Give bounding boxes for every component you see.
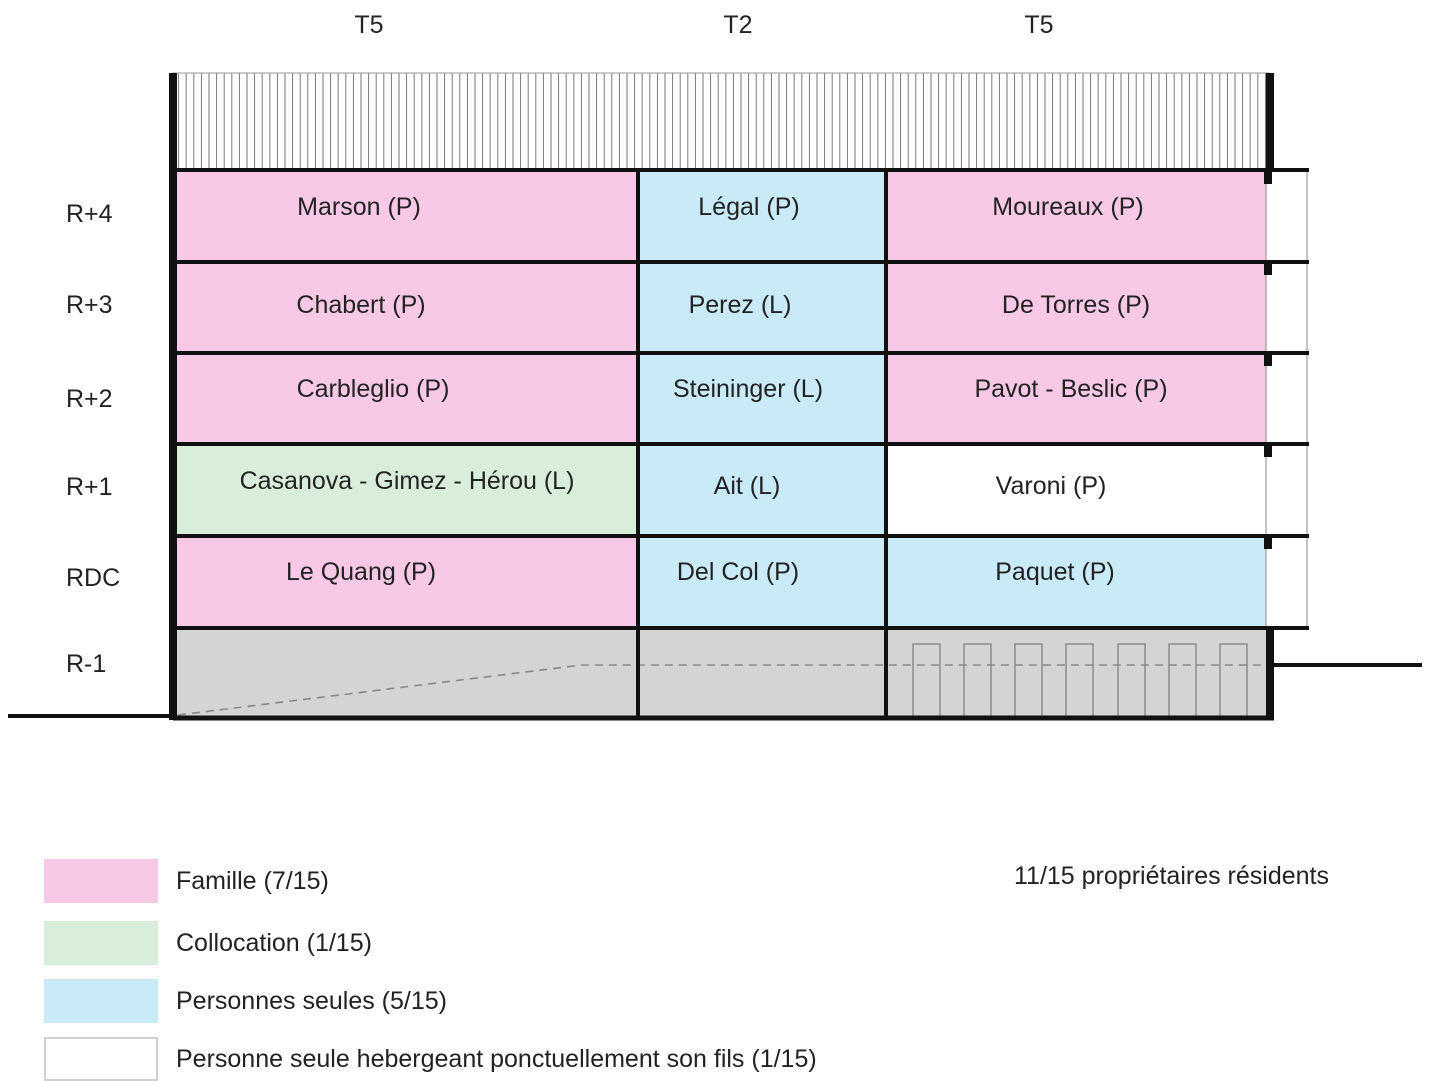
unit-label: De Torres (P) [1002, 291, 1150, 319]
structure-lines [8, 73, 1422, 721]
floor-label-r1: R+1 [66, 473, 113, 501]
unit-cell [886, 444, 1266, 536]
balcony [1265, 535, 1308, 629]
unit-cell [886, 353, 1266, 444]
balcony-edge [1264, 444, 1272, 457]
unit-cell [638, 353, 886, 444]
unit-cell [638, 444, 886, 536]
legend-swatch [44, 859, 158, 903]
unit-label: Paquet (P) [995, 558, 1115, 586]
legend-swatch [44, 1037, 158, 1081]
legend-item-famille: Famille (7/15) [44, 859, 329, 903]
balcony-edge [1264, 262, 1272, 275]
legend-swatch [44, 921, 158, 965]
unit-cell [175, 262, 638, 353]
legend-label: Famille (7/15) [176, 866, 329, 895]
unit-label: Chabert (P) [296, 291, 425, 319]
unit-label: Carbleglio (P) [297, 375, 450, 403]
type-label-left: T5 [354, 11, 383, 39]
unit-label: Légal (P) [698, 193, 799, 221]
legend-label: Collocation (1/15) [176, 928, 372, 957]
unit-cell [175, 536, 638, 628]
legend-label: Personnes seules (5/15) [176, 986, 447, 1015]
balcony [1265, 261, 1308, 354]
unit-cell [175, 170, 638, 262]
unit-cell [886, 536, 1266, 628]
unit-label: Pavot - Beslic (P) [974, 375, 1167, 403]
building-section-diagram: T5 T2 T5 R+4 R+3 R+2 R+1 RDC R-1 [8, 11, 1422, 721]
unit-label: Steininger (L) [673, 375, 823, 403]
owner-summary: 11/15 propriétaires résidents [1014, 862, 1329, 890]
floor-label-r2: R+2 [66, 385, 113, 413]
unit-label: Perez (L) [689, 291, 792, 319]
floor-label-r4: R+4 [66, 200, 113, 228]
balconies [1264, 169, 1308, 629]
unit-label: Varoni (P) [996, 472, 1107, 500]
legend-label: Personne seule hebergeant ponctuellement… [176, 1044, 817, 1073]
unit-label: Ait (L) [714, 472, 781, 500]
legend-item-personnes-seules: Personnes seules (5/15) [44, 979, 447, 1023]
legend-swatch [44, 979, 158, 1023]
unit-cell [175, 353, 638, 444]
balcony [1265, 169, 1308, 263]
unit-label: Casanova - Gimez - Hérou (L) [240, 467, 575, 495]
unit-cell [638, 536, 886, 628]
unit-labels: Marson (P) Légal (P) Moureaux (P) Chaber… [240, 193, 1168, 586]
floor-label-r3: R+3 [66, 291, 113, 319]
balcony-edge [1264, 170, 1272, 184]
balcony [1265, 443, 1308, 537]
legend-item-collocation: Collocation (1/15) [44, 921, 372, 965]
legend-item-personne-seule-fils: Personne seule hebergeant ponctuellement… [44, 1037, 817, 1081]
unit-cell [638, 262, 886, 353]
balcony-edge [1264, 353, 1272, 366]
ramp-line [177, 664, 1262, 716]
floor-label-rdc: RDC [66, 564, 120, 592]
unit-label: Moureaux (P) [992, 193, 1143, 221]
type-label-right: T5 [1024, 11, 1053, 39]
type-label-middle: T2 [723, 11, 752, 39]
unit-label: Le Quang (P) [286, 558, 436, 586]
balcony-edge [1264, 536, 1272, 549]
unit-cell [175, 444, 638, 536]
unit-cell [638, 170, 886, 262]
unit-label: Marson (P) [297, 193, 421, 221]
basement [175, 628, 1270, 718]
floor-label-r-1: R-1 [66, 650, 106, 678]
unit-cell [886, 170, 1266, 262]
roof-band [172, 72, 1271, 171]
balcony [1265, 352, 1308, 445]
units-group [175, 170, 1266, 628]
unit-label: Del Col (P) [677, 558, 799, 586]
unit-cell [886, 262, 1266, 353]
